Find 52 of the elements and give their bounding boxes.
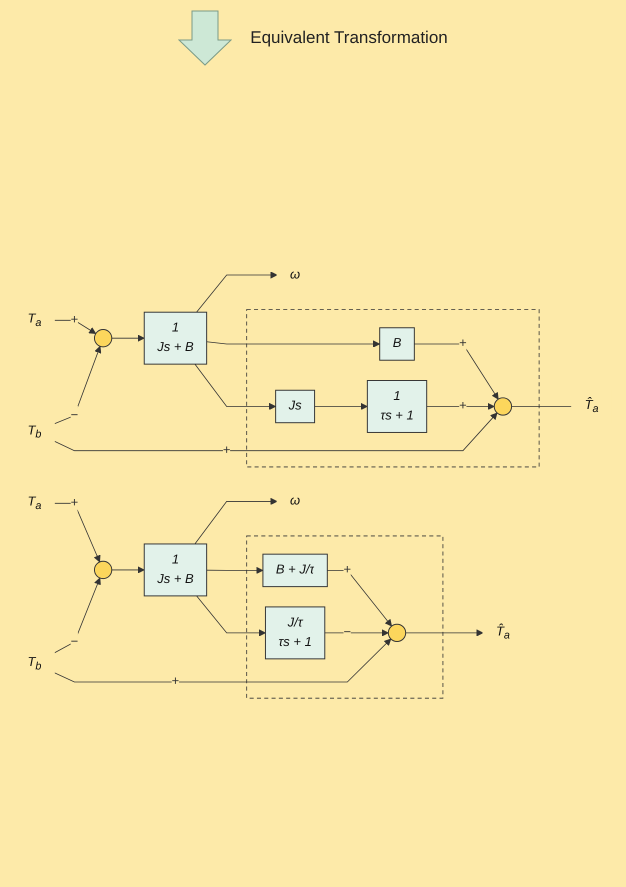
arrow — [54, 412, 498, 452]
node-text: T$_{a}$ — [27, 495, 42, 512]
arrow — [405, 629, 484, 636]
annotation-text: Equivalent Transformation — [250, 28, 448, 48]
connector — [511, 406, 572, 407]
edge-label: − — [70, 634, 78, 649]
edge-label: + — [172, 674, 180, 688]
edge-label: + — [344, 563, 352, 577]
node-box: B — [379, 327, 415, 361]
arrow — [54, 638, 392, 682]
edge-label: − — [70, 408, 78, 422]
node-box: 1 Js + B — [144, 543, 208, 596]
node-box: Js — [275, 390, 316, 424]
arrow — [54, 346, 102, 424]
arrow — [111, 334, 145, 342]
cluster — [246, 536, 444, 699]
node-text: T̂$_{a}$ — [584, 398, 599, 415]
arrow — [194, 498, 278, 544]
node-text: T$_{b}$ — [27, 655, 42, 672]
node-text: T$_{a}$ — [27, 312, 42, 329]
node-box: 1 Js + B — [144, 312, 208, 365]
edge-label: + — [70, 313, 78, 327]
arrow — [314, 402, 368, 410]
arrow — [426, 402, 495, 410]
arrow — [194, 364, 276, 410]
arrow — [111, 566, 145, 574]
arrow — [54, 502, 100, 562]
node-circle — [388, 624, 406, 642]
edge-label: − — [344, 626, 352, 640]
node-box: 1 τs + 1 — [366, 380, 428, 433]
edge-label: + — [222, 443, 230, 458]
node-circle — [94, 560, 112, 580]
arrow — [326, 570, 392, 626]
arrow — [196, 271, 278, 313]
edge-label: + — [459, 336, 467, 350]
edge-label: + — [459, 399, 467, 413]
arrow — [206, 340, 380, 348]
arrow — [54, 320, 96, 334]
cluster — [246, 309, 540, 468]
node-text: ω — [290, 268, 300, 282]
arrow — [196, 596, 266, 636]
edge-label: + — [70, 496, 78, 510]
arrow — [54, 578, 101, 654]
node-text: T$_{b}$ — [27, 424, 42, 440]
node-text: ω — [290, 494, 300, 508]
node-circle — [94, 329, 112, 348]
arrow — [414, 344, 499, 400]
node-text: T̂$_{a}$ — [496, 624, 510, 642]
node-circle — [494, 397, 512, 416]
arrow — [324, 629, 389, 636]
node-box: J/τ τs + 1 — [264, 606, 326, 660]
arrow — [206, 566, 264, 574]
